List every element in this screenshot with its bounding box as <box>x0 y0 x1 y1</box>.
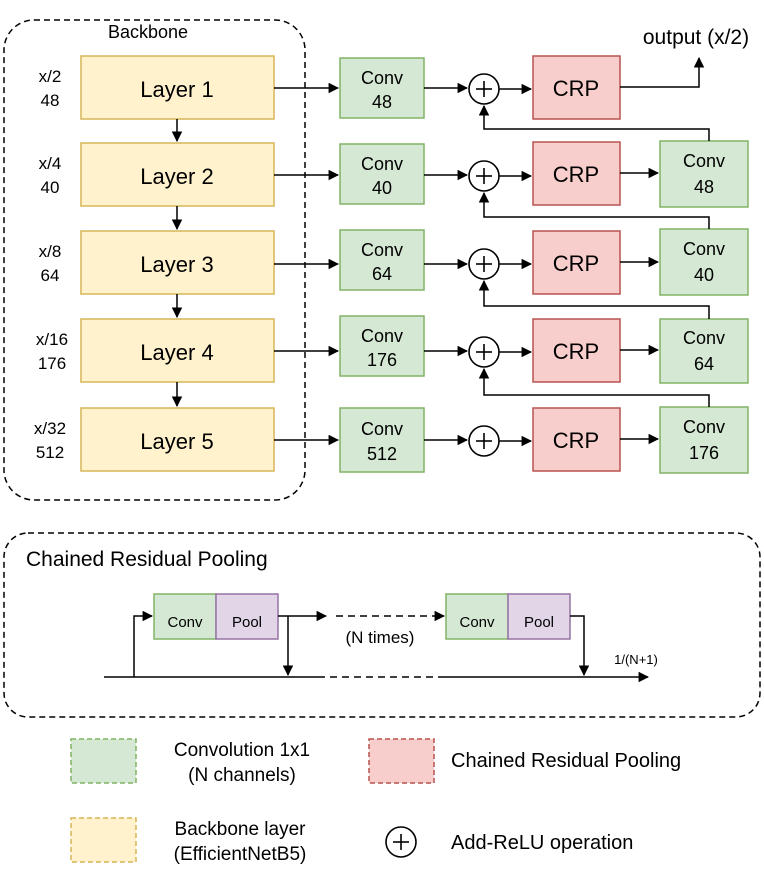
legend-add-label: Add-ReLU operation <box>451 832 633 854</box>
conv-label: Conv <box>361 154 403 174</box>
backbone-layer-2: Layer 2 <box>80 142 275 207</box>
lateral-conv-5: Conv 512 <box>339 407 425 473</box>
crp-label: CRP <box>553 162 599 187</box>
channel-label: 64 <box>41 266 60 285</box>
output-arrow <box>620 56 705 88</box>
channel-label: 512 <box>36 443 64 462</box>
conv-channels: 40 <box>694 265 714 285</box>
output-label: output (x/2) <box>643 26 749 49</box>
scale-label: x/2 <box>39 67 62 86</box>
scale-label: x/8 <box>39 242 62 261</box>
crp-label: CRP <box>553 76 599 101</box>
crp-block-5: CRP <box>532 407 621 472</box>
conv-channels: 40 <box>372 178 392 198</box>
layer-label: Layer 5 <box>140 429 213 454</box>
legend-backbone-sublabel: (EfficientNetB5) <box>174 844 307 865</box>
conv-label: Conv <box>361 419 403 439</box>
add-relu-icon <box>468 336 500 368</box>
conv-label: Conv <box>361 326 403 346</box>
crp-label: CRP <box>553 339 599 364</box>
add-to-crp-arrows <box>499 83 533 447</box>
crp-block-4: CRP <box>532 318 621 383</box>
crp-block-2: CRP <box>532 141 621 206</box>
crp-pool-label: Pool <box>524 614 554 631</box>
crp-scale-label: 1/(N+1) <box>614 652 658 667</box>
conv-label: Conv <box>361 240 403 260</box>
upsample-conv-3: Conv 64 <box>659 318 749 384</box>
crp-label: CRP <box>553 428 599 453</box>
legend-add-icon <box>385 826 417 858</box>
layer-label: Layer 4 <box>140 340 213 365</box>
conv-channels: 48 <box>694 177 714 197</box>
conv-label: Conv <box>683 239 725 259</box>
conv-label: Conv <box>361 68 403 88</box>
backbone-container <box>3 19 306 501</box>
feedback-arrows <box>478 104 710 407</box>
crp-conv-pool-n: Conv Pool <box>445 593 571 640</box>
channel-label: 40 <box>41 178 60 197</box>
lateral-conv-4: Conv 176 <box>339 315 425 377</box>
backbone-layer-5: Layer 5 <box>80 407 275 472</box>
conv-to-add-arrows <box>424 82 469 446</box>
backbone-layer-1: Layer 1 <box>80 55 275 120</box>
crp-block-3: CRP <box>532 230 621 295</box>
legend-backbone-label: Backbone layer <box>175 819 307 840</box>
legend-conv-sublabel: (N channels) <box>188 765 296 786</box>
legend-crp-label: Chained Residual Pooling <box>451 750 681 772</box>
scale-label: x/16 <box>36 330 68 349</box>
crp-pool-label: Pool <box>232 614 262 631</box>
conv-label: Conv <box>683 151 725 171</box>
conv-label: Conv <box>683 417 725 437</box>
crp-conv-label: Conv <box>167 614 203 631</box>
crp-block-1: CRP <box>532 55 621 120</box>
layer-label: Layer 3 <box>140 252 213 277</box>
scale-label: x/32 <box>34 419 66 438</box>
legend: Convolution 1x1 (N channels) Chained Res… <box>70 738 681 865</box>
conv-label: Conv <box>683 328 725 348</box>
legend-crp-swatch <box>368 738 435 784</box>
crp-detail-flow <box>104 610 650 683</box>
add-relu-icon <box>468 248 500 280</box>
legend-backbone-swatch <box>70 817 137 863</box>
backbone-layer-4: Layer 4 <box>80 318 275 383</box>
layer-label: Layer 2 <box>140 164 213 189</box>
legend-conv-swatch <box>70 738 137 784</box>
conv-channels: 64 <box>694 354 714 374</box>
conv-channels: 176 <box>367 350 397 370</box>
channel-label: 48 <box>41 91 60 110</box>
lateral-conv-1: Conv 48 <box>339 57 425 119</box>
lateral-conv-2: Conv 40 <box>339 143 425 205</box>
scale-label: x/4 <box>39 154 62 173</box>
conv-channels: 176 <box>689 443 719 463</box>
backbone-title: Backbone <box>108 22 188 42</box>
lateral-arrows <box>274 82 340 446</box>
crp-label: CRP <box>553 251 599 276</box>
backbone-layer-3: Layer 3 <box>80 230 275 295</box>
add-relu-icon <box>468 425 500 457</box>
channel-label: 176 <box>38 354 66 373</box>
upsample-conv-1: Conv 48 <box>659 140 749 208</box>
conv-channels: 512 <box>367 444 397 464</box>
crp-repeat-label: (N times) <box>346 628 415 647</box>
add-relu-icon <box>468 160 500 192</box>
add-relu-icon <box>468 73 500 105</box>
crp-detail-title: Chained Residual Pooling <box>26 548 268 571</box>
layer-label: Layer 1 <box>140 77 213 102</box>
conv-channels: 64 <box>372 264 392 284</box>
crp-to-conv-arrows <box>620 167 660 445</box>
upsample-conv-2: Conv 40 <box>659 228 749 296</box>
lateral-conv-3: Conv 64 <box>339 229 425 291</box>
crp-conv-pool-1: Conv Pool <box>153 593 279 640</box>
crp-conv-label: Conv <box>459 614 495 631</box>
upsample-conv-4: Conv 176 <box>659 406 749 474</box>
legend-conv-label: Convolution 1x1 <box>174 740 310 761</box>
crp-detail-container <box>3 532 761 718</box>
conv-channels: 48 <box>372 92 392 112</box>
